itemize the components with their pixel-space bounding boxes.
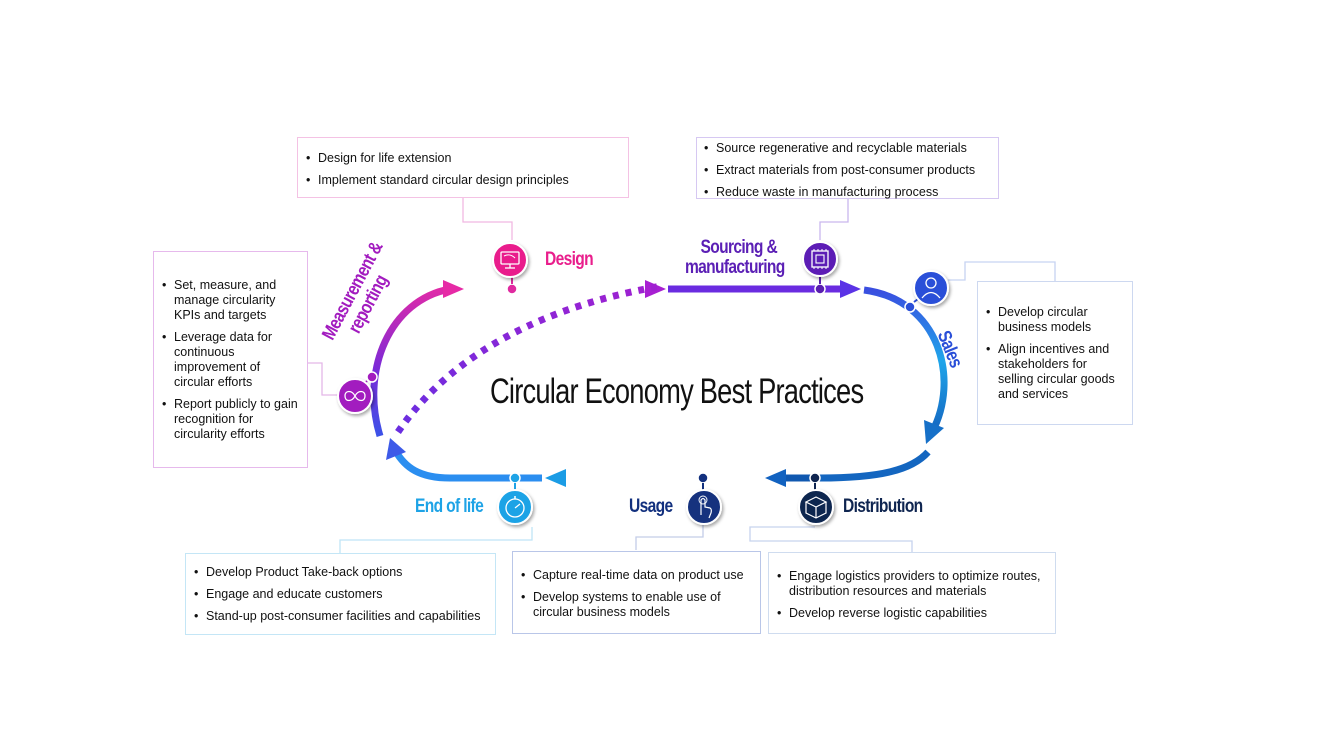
right-arc <box>863 286 948 434</box>
touch-hand-icon <box>686 489 722 525</box>
usage-item: Capture real-time data on product use <box>519 568 754 583</box>
person-icon <box>913 270 949 306</box>
distribution-item: Engage logistics providers to optimize r… <box>775 569 1049 599</box>
bottom-arrowhead-1 <box>765 469 786 487</box>
bottom-arrows <box>386 438 820 487</box>
sourcing-item: Reduce waste in manufacturing process <box>702 185 992 200</box>
sales-item: Develop circular business models <box>984 305 1124 335</box>
stage-label-sourcing-line1: Sourcing & <box>700 237 778 258</box>
bottom-arrow-segment-3 <box>391 448 542 482</box>
stage-label-sourcing: Sourcing & manufacturing <box>682 238 796 278</box>
design-item: Implement standard circular design princ… <box>304 173 620 188</box>
microchip-icon <box>802 241 838 277</box>
bottom-arrowhead-3 <box>386 438 406 460</box>
sales-connector <box>948 261 1056 282</box>
stopwatch-icon <box>497 489 533 525</box>
stage-label-end-of-life: End of life <box>415 496 484 517</box>
connector-lines <box>307 197 1056 553</box>
end-of-life-box: Develop Product Take-back options Engage… <box>185 553 496 635</box>
measurement-connector <box>307 362 340 396</box>
end-of-life-item: Engage and educate customers <box>192 587 489 602</box>
right-lower-arc <box>819 449 931 482</box>
measurement-item: Set, measure, and manage circularity KPI… <box>160 278 301 323</box>
infinity-loop-icon <box>337 378 373 414</box>
sales-box: Develop circular business models Align i… <box>977 281 1133 425</box>
sourcing-box: Source regenerative and recyclable mater… <box>696 137 999 200</box>
right-arrowhead <box>924 420 944 444</box>
loop-nodes <box>366 283 916 484</box>
monitor-design-icon <box>492 242 528 278</box>
distribution-item: Develop reverse logistic capabilities <box>775 606 1049 621</box>
measurement-item: Report publicly to gain recognition for … <box>160 397 301 442</box>
sourcing-item: Extract materials from post-consumer pro… <box>702 163 992 178</box>
stage-label-distribution: Distribution <box>843 496 923 517</box>
end-of-life-connector <box>339 527 533 553</box>
measurement-item: Leverage data for continuous improvement… <box>160 330 301 390</box>
design-box: Design for life extension Implement stan… <box>297 137 629 198</box>
top-arrowhead-2 <box>840 280 861 298</box>
end-of-life-item: Stand-up post-consumer facilities and ca… <box>192 609 489 624</box>
stage-label-usage: Usage <box>629 496 673 517</box>
usage-box: Capture real-time data on product use De… <box>512 551 761 634</box>
end-of-life-item: Develop Product Take-back options <box>192 565 489 580</box>
open-box-icon <box>798 489 834 525</box>
left-arc <box>370 285 451 438</box>
left-arrowhead <box>443 280 464 298</box>
stage-label-sourcing-line2: manufacturing <box>684 257 785 278</box>
distribution-connector <box>749 526 913 552</box>
top-arrows <box>466 280 861 298</box>
stage-label-design: Design <box>545 249 594 270</box>
sales-item: Align incentives and stakeholders for se… <box>984 342 1124 402</box>
dotted-return-arrow <box>395 282 663 434</box>
design-connector <box>462 197 513 240</box>
usage-connector <box>635 525 704 550</box>
sourcing-item: Source regenerative and recyclable mater… <box>702 141 992 156</box>
measurement-box: Set, measure, and manage circularity KPI… <box>153 251 308 468</box>
bottom-arrowhead-2 <box>545 469 566 487</box>
design-item: Design for life extension <box>304 151 620 166</box>
distribution-box: Engage logistics providers to optimize r… <box>768 552 1056 634</box>
sourcing-connector <box>819 198 849 240</box>
usage-item: Develop systems to enable use of circula… <box>519 590 754 620</box>
diagram-title: Circular Economy Best Practices <box>490 372 864 411</box>
